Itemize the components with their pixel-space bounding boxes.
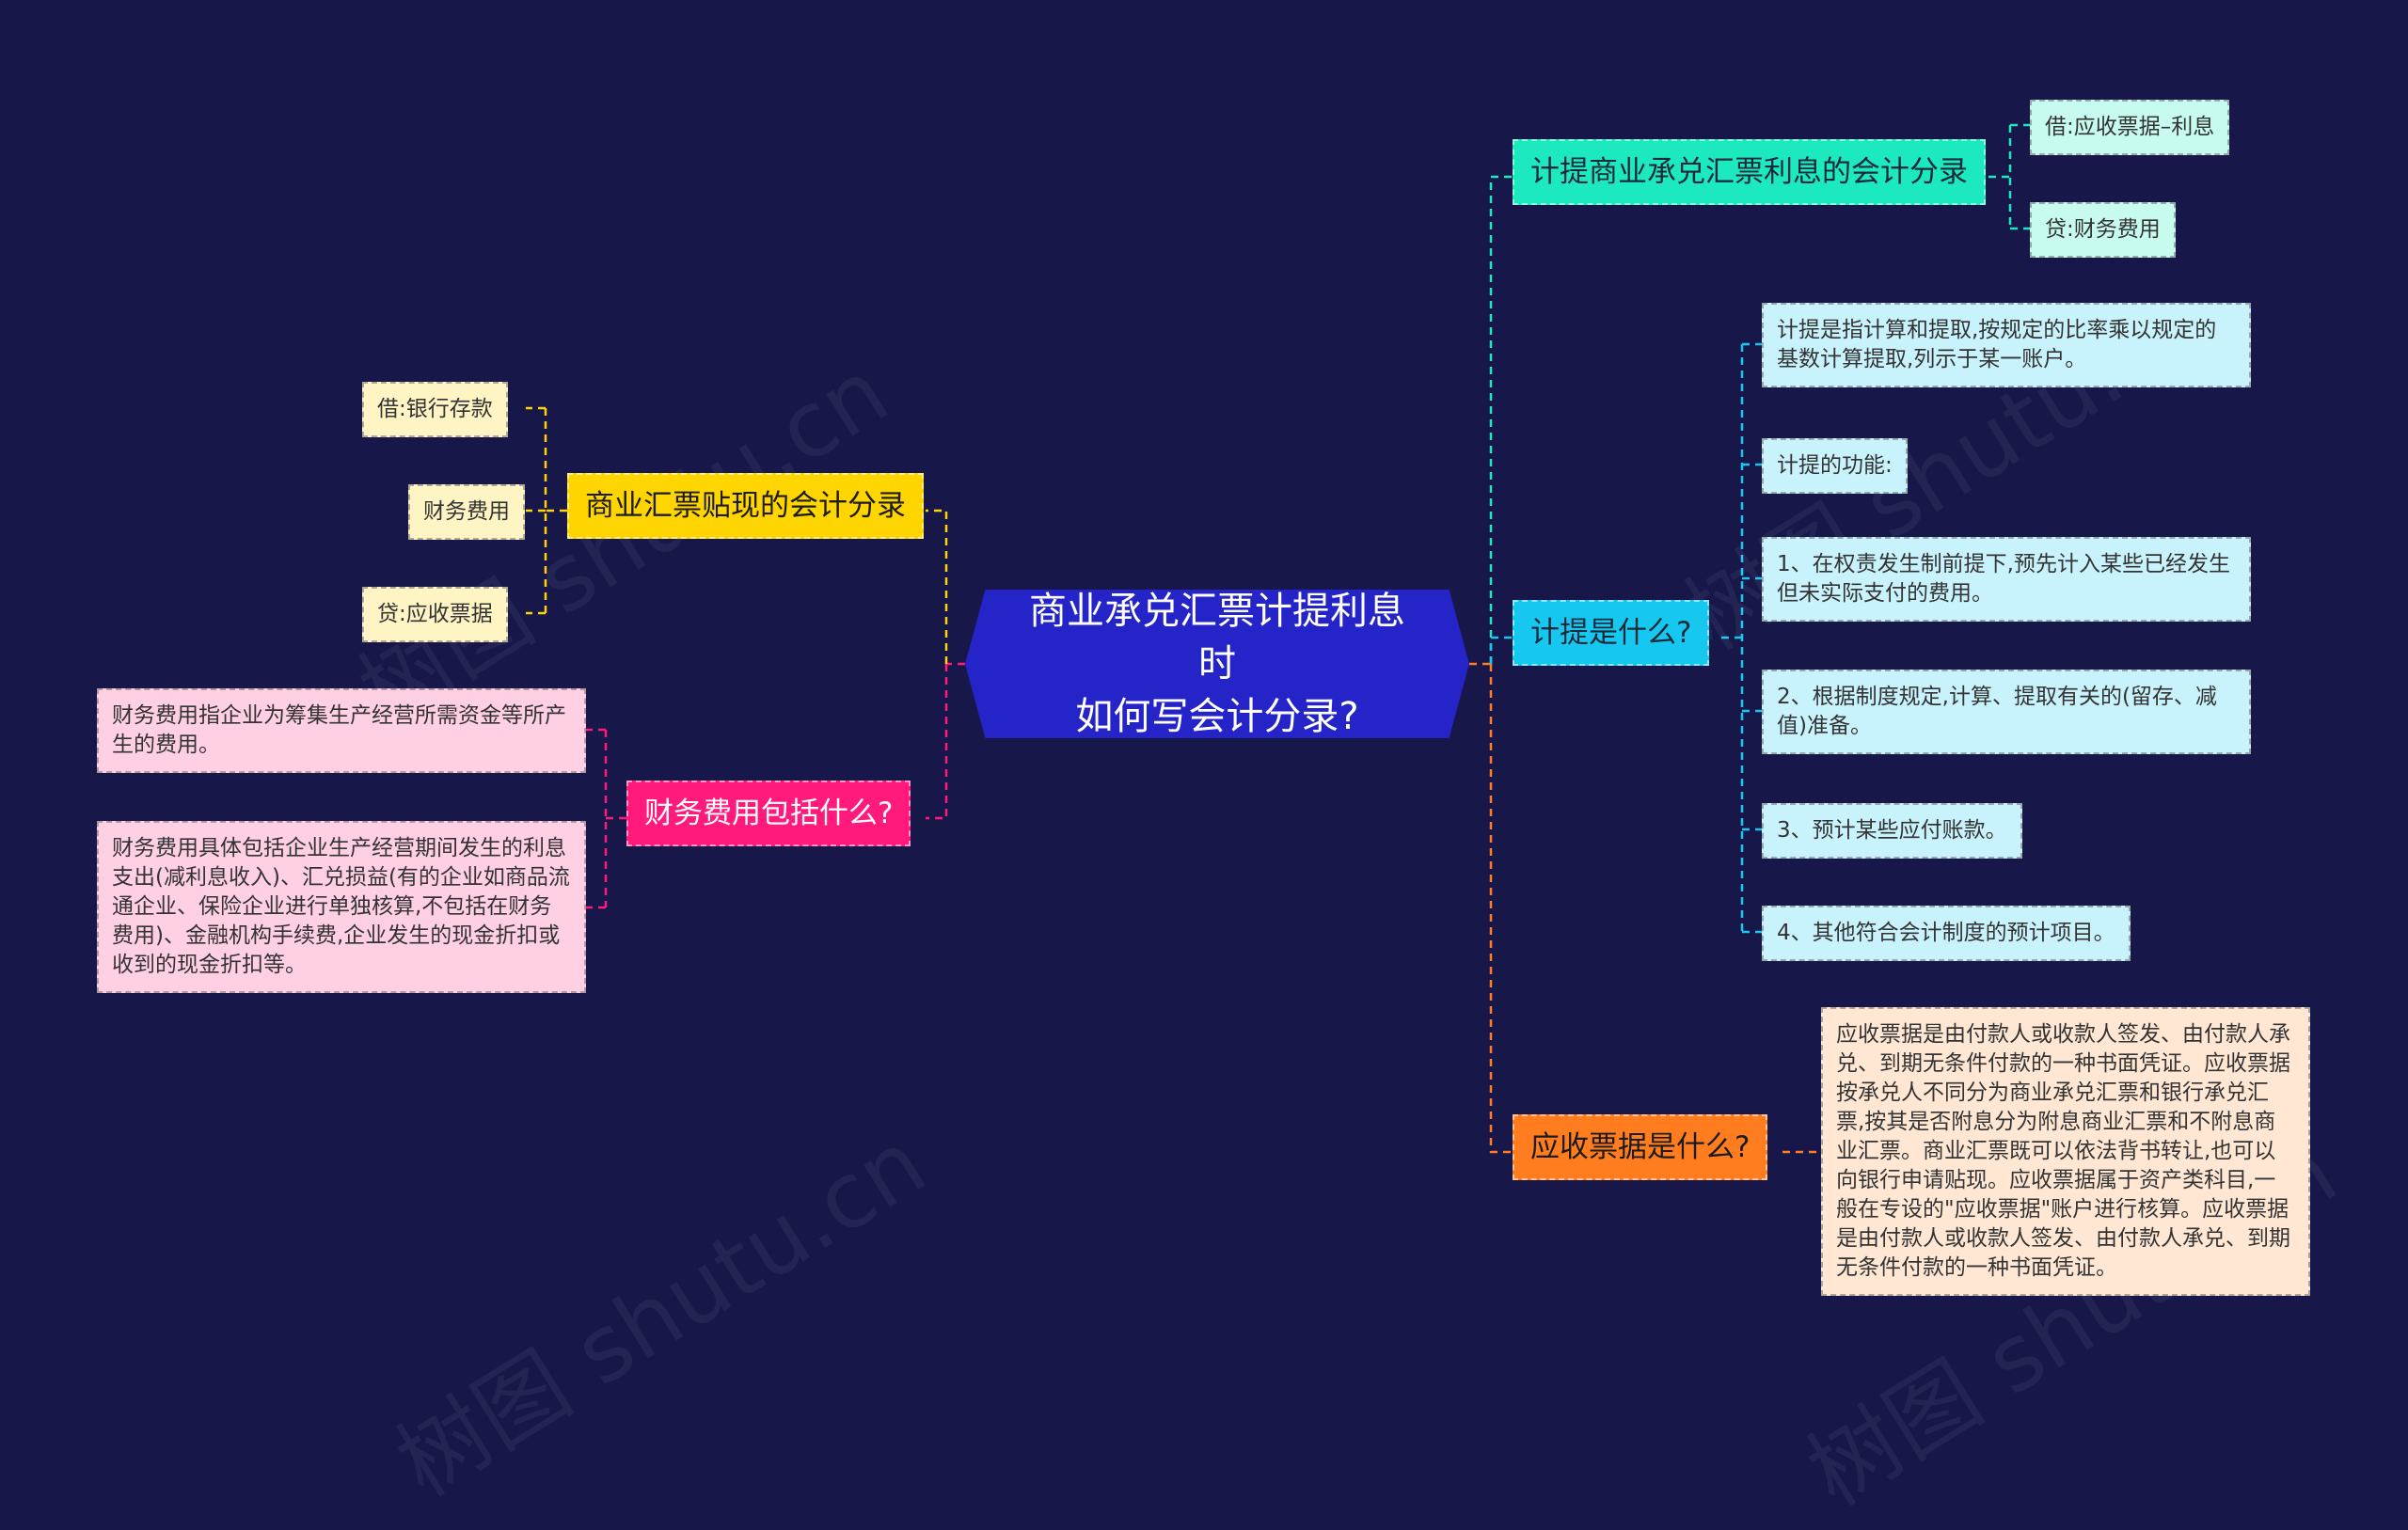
branch-discount-entry[interactable]: 商业汇票贴现的会计分录 (567, 473, 924, 539)
leaf-accrual-item-4[interactable]: 4、其他符合会计制度的预计项目。 (1762, 906, 2131, 961)
link-to-notes-receivable (1489, 664, 1513, 1154)
leaf-accrual-item-1[interactable]: 1、在权责发生制前提下,预先计入某些已经发生但未实际支付的费用。 (1762, 537, 2251, 622)
branch-notes-receivable[interactable]: 应收票据是什么? (1513, 1114, 1768, 1180)
leaf-accrual-item-2[interactable]: 2、根据制度规定,计算、提取有关的(留存、减值)准备。 (1762, 670, 2251, 754)
link-to-finance-expense (926, 664, 948, 820)
link-interest-leaves (1988, 123, 2030, 230)
leaf-discount-expense[interactable]: 财务费用 (408, 484, 525, 540)
leaf-accrual-item-3[interactable]: 3、预计某些应付账款。 (1762, 803, 2022, 859)
leaf-notes-receivable-text[interactable]: 应收票据是由付款人或收款人签发、由付款人承兑、到期无条件付款的一种书面凭证。应收… (1821, 1007, 2310, 1296)
central-topic[interactable]: 商业承兑汇票计提利息时 如何写会计分录? (965, 590, 1469, 738)
link-fe-leaves (586, 728, 626, 909)
leaf-discount-debit[interactable]: 借:银行存款 (362, 382, 508, 437)
link-to-discount-entry (926, 509, 948, 664)
leaf-interest-credit[interactable]: 贷:财务费用 (2030, 202, 2176, 258)
link-discount-leaves (526, 406, 567, 615)
branch-finance-expense[interactable]: 财务费用包括什么? (626, 781, 911, 846)
branch-what-is-accrual[interactable]: 计提是什么? (1513, 600, 1710, 666)
link-to-what-is-accrual (1489, 636, 1513, 664)
branch-interest-entry[interactable]: 计提商业承兑汇票利息的会计分录 (1513, 139, 1986, 205)
leaf-interest-debit[interactable]: 借:应收票据–利息 (2030, 100, 2230, 155)
link-accrual-leaves (1721, 342, 1762, 934)
link-to-interest-entry (1489, 175, 1513, 664)
leaf-accrual-definition[interactable]: 计提是指计算和提取,按规定的比率乘以规定的基数计算提取,列示于某一账户。 (1762, 303, 2251, 387)
leaf-accrual-function[interactable]: 计提的功能: (1762, 438, 1908, 494)
leaf-finance-expense-definition[interactable]: 财务费用指企业为筹集生产经营所需资金等所产生的费用。 (97, 688, 586, 773)
connector-lines (526, 123, 2030, 1154)
leaf-finance-expense-detail[interactable]: 财务费用具体包括企业生产经营期间发生的利息支出(减利息收入)、汇兑损益(有的企业… (97, 821, 586, 993)
leaf-discount-credit[interactable]: 贷:应收票据 (362, 587, 508, 642)
